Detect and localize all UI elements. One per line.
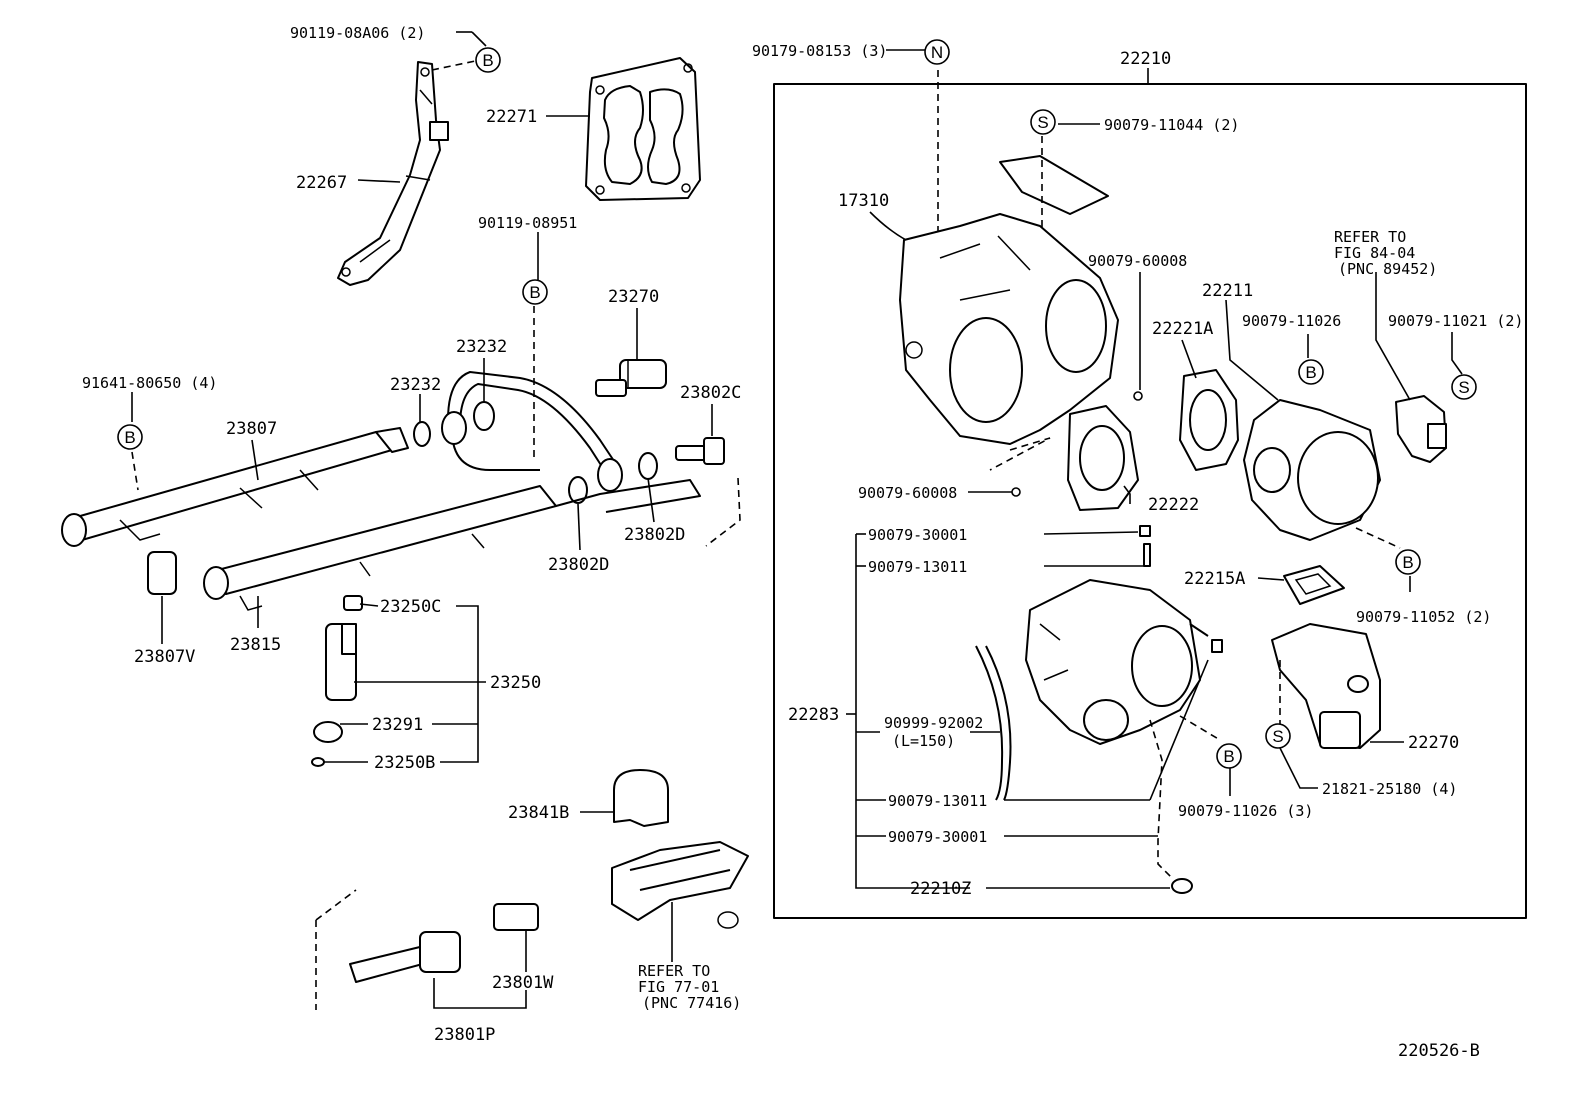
gasket-22222	[1067, 405, 1139, 511]
label-90079-11021: 90079-11021 (2)	[1388, 312, 1523, 330]
label-23801w: 23801W	[492, 973, 554, 993]
label-22215a: 22215A	[1184, 569, 1245, 589]
label-22283: 22283	[788, 705, 839, 725]
label-23815: 23815	[230, 635, 281, 655]
label-23807v: 23807V	[134, 647, 195, 667]
label-22222: 22222	[1148, 495, 1199, 515]
label-23232-b: 23232	[390, 375, 441, 395]
marker-b-1: B	[475, 47, 501, 73]
label-23291: 23291	[372, 715, 423, 735]
label-23270: 23270	[608, 287, 659, 307]
fuel-rail-23807	[61, 427, 409, 595]
svg-text:B: B	[1223, 747, 1234, 766]
throttle-body-22211	[1243, 399, 1381, 541]
o-ring-90079-60008	[1133, 391, 1143, 401]
label-90079-13011-a: 90079-13011	[868, 558, 967, 576]
throttle-body-group-box	[773, 83, 1527, 919]
idle-control-valve-22270	[1271, 623, 1381, 749]
sensor-23270	[595, 359, 667, 397]
fuel-rail-23815	[203, 479, 701, 611]
label-22271: 22271	[486, 107, 537, 127]
label-90079-11052: 90079-11052 (2)	[1356, 608, 1491, 626]
label-90179-08153: 90179-08153 (3)	[752, 42, 887, 60]
label-23807: 23807	[226, 419, 277, 439]
label-ref77-line3: (PNC 77416)	[642, 994, 741, 1012]
clamp-23841b	[613, 769, 669, 827]
sensor-ref-84-04	[1395, 395, 1447, 463]
label-90999-92002: 90999-92002	[884, 714, 983, 732]
plate-90079-11044	[999, 155, 1109, 215]
marker-b-2: B	[522, 279, 548, 305]
label-ref77-line1: REFER TO	[638, 962, 710, 980]
svg-text:B: B	[1305, 363, 1316, 382]
label-ref84-line2: FIG 84-04	[1334, 244, 1415, 262]
svg-text:S: S	[1037, 113, 1048, 132]
label-22210: 22210	[1120, 49, 1171, 69]
label-22211: 22211	[1202, 281, 1253, 301]
label-90119-08951: 90119-08951	[478, 214, 577, 232]
label-l150: (L=150)	[892, 732, 955, 750]
svg-text:B: B	[482, 51, 493, 70]
label-90119-08a06: 90119-08A06 (2)	[290, 24, 425, 42]
label-23232-a: 23232	[456, 337, 507, 357]
marker-n-1: N	[924, 39, 950, 65]
marker-b-4: B	[1298, 359, 1324, 385]
label-90079-30001-a: 90079-30001	[868, 526, 967, 544]
label-22270: 22270	[1408, 733, 1459, 753]
label-22267: 22267	[296, 173, 347, 193]
marker-s-3: S	[1265, 723, 1291, 749]
label-90079-11026-a: 90079-11026	[1242, 312, 1341, 330]
gasket-22215a	[1283, 565, 1345, 605]
label-23801p: 23801P	[434, 1025, 495, 1045]
gasket-22271	[585, 57, 701, 201]
label-23841b: 23841B	[508, 803, 569, 823]
label-23250: 23250	[490, 673, 541, 693]
label-90079-30001-b: 90079-30001	[888, 828, 987, 846]
marker-s-1: S	[1030, 109, 1056, 135]
gasket-22221a	[1179, 369, 1239, 471]
svg-text:B: B	[1402, 553, 1413, 572]
label-22221a: 22221A	[1152, 319, 1213, 339]
label-23250b: 23250B	[374, 753, 435, 773]
label-22210z: 22210Z	[910, 879, 971, 899]
label-90079-11026-b: 90079-11026 (3)	[1178, 802, 1313, 820]
label-90079-11044: 90079-11044 (2)	[1104, 116, 1239, 134]
figure-code: 220526-B	[1398, 1041, 1480, 1061]
fuel-pipe	[413, 371, 658, 504]
label-23250c: 23250C	[380, 597, 441, 617]
label-ref84-line1: REFER TO	[1334, 228, 1406, 246]
svg-text:N: N	[931, 43, 943, 62]
label-91641-80650: 91641-80650 (4)	[82, 374, 217, 392]
marker-b-3: B	[117, 424, 143, 450]
intake-plenum-17310	[899, 213, 1119, 445]
label-90079-60008-a: 90079-60008	[1088, 252, 1187, 270]
bracket-ref-77-01	[611, 841, 749, 929]
throttle-body-lower	[975, 525, 1223, 894]
label-90079-13011-b: 90079-13011	[888, 792, 987, 810]
label-ref77-line2: FIG 77-01	[638, 978, 719, 996]
svg-text:S: S	[1272, 727, 1283, 746]
label-23802d-a: 23802D	[624, 525, 685, 545]
label-23802d-b: 23802D	[548, 555, 609, 575]
callout-labels: 90119-08A06 (2) 22271 22267 90119-08951 …	[82, 24, 1523, 1061]
label-ref84-line3: (PNC 89452)	[1338, 260, 1437, 278]
injector-23250	[311, 595, 363, 767]
o-ring-90079-60008-lower	[1011, 487, 1021, 497]
svg-text:B: B	[529, 283, 540, 302]
leader-lines	[131, 31, 1463, 1009]
label-17310: 17310	[838, 191, 889, 211]
label-90079-60008-b: 90079-60008	[858, 484, 957, 502]
marker-s-2: S	[1451, 374, 1477, 400]
marker-b-6: B	[1216, 743, 1242, 769]
bracket-22267	[337, 61, 449, 286]
svg-text:B: B	[124, 428, 135, 447]
marker-b-5: B	[1395, 549, 1421, 575]
connector-23801	[315, 889, 539, 1010]
svg-text:S: S	[1458, 378, 1469, 397]
label-23802c: 23802C	[680, 383, 741, 403]
bolt-23802c	[675, 437, 725, 465]
label-21821-25180: 21821-25180 (4)	[1322, 780, 1457, 798]
